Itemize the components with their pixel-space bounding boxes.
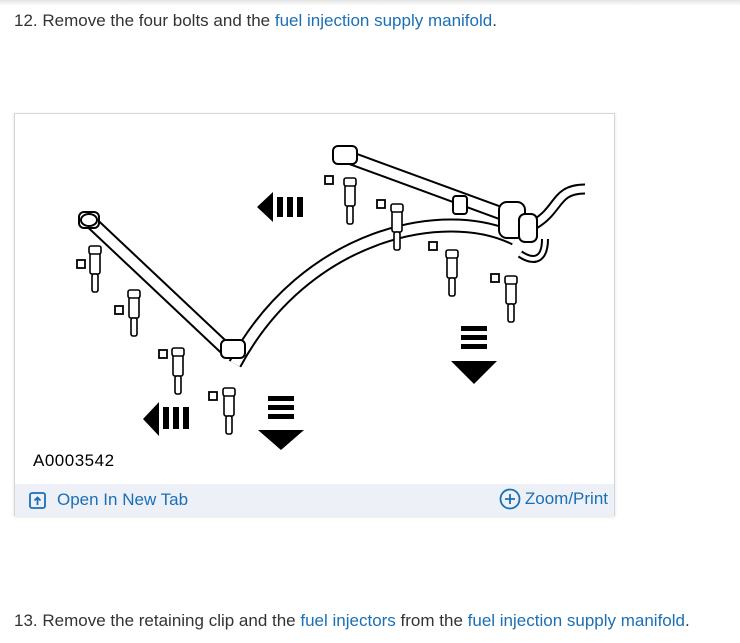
step-text-end: . — [492, 11, 497, 30]
step-text: Remove the retaining clip and the — [42, 611, 296, 630]
zoom-print-button[interactable]: Zoom/Print — [499, 488, 608, 510]
step-number: 13. — [14, 611, 38, 630]
step-text: Remove the four bolts and the — [42, 11, 271, 30]
open-in-new-tab-icon — [29, 491, 46, 509]
zoom-print-label: Zoom/Print — [524, 489, 608, 508]
step-text-end: . — [685, 611, 690, 630]
step-text-middle: from the — [400, 611, 463, 630]
figure-toolbar: Open In New Tab Zoom/Print — [15, 484, 614, 516]
fuel-injection-supply-manifold-link[interactable]: fuel injection supply manifold — [467, 611, 685, 630]
open-in-new-tab-label: Open In New Tab — [57, 490, 189, 509]
step-12: 12. Remove the four bolts and the fuel i… — [14, 11, 497, 31]
fuel-injectors-link[interactable]: fuel injectors — [300, 611, 396, 630]
fuel-injection-supply-manifold-link[interactable]: fuel injection supply manifold — [274, 11, 493, 30]
top-shadow-bar — [0, 0, 740, 6]
fuel-rail-diagram — [76, 145, 586, 450]
step-number: 12. — [14, 11, 38, 30]
open-in-new-tab-button[interactable]: Open In New Tab — [29, 490, 188, 510]
figure-card: A0003542 Open In New Tab Zoom/Print — [14, 113, 615, 516]
figure-code: A0003542 — [33, 451, 115, 470]
plus-circle-icon — [499, 488, 521, 510]
step-13: 13. Remove the retaining clip and the fu… — [14, 611, 690, 631]
